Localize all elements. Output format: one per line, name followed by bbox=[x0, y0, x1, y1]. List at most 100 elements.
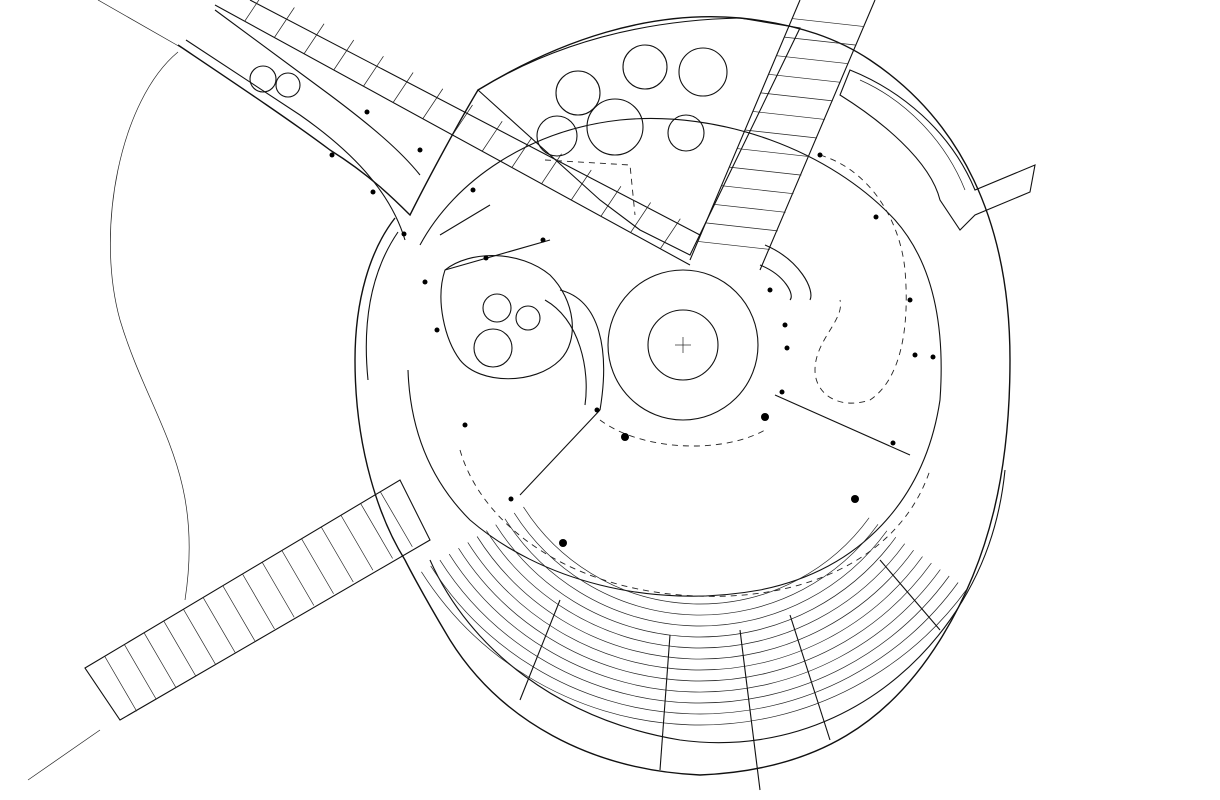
auditorium-outer-edge bbox=[429, 469, 1006, 744]
partition-wall bbox=[774, 394, 911, 456]
tree bbox=[482, 293, 512, 323]
garden-dashed-edge bbox=[544, 159, 636, 216]
column-marker bbox=[890, 440, 896, 446]
outer-building-wall-inner bbox=[365, 231, 399, 381]
column-marker bbox=[434, 327, 440, 333]
column-marker bbox=[873, 214, 879, 220]
stair-tread bbox=[792, 18, 865, 27]
stair-tread bbox=[721, 185, 794, 195]
stair-tread bbox=[244, 0, 260, 22]
stair-tread bbox=[222, 585, 256, 641]
column-marker bbox=[417, 147, 423, 153]
column-marker bbox=[401, 231, 407, 237]
stair-tread bbox=[274, 7, 295, 38]
seating-tier bbox=[504, 518, 888, 627]
stair-tread bbox=[660, 218, 681, 249]
stair-tread bbox=[163, 620, 197, 677]
tree bbox=[667, 114, 705, 152]
stair-tread bbox=[697, 241, 770, 250]
tree bbox=[536, 115, 578, 157]
seating-tier bbox=[467, 542, 923, 671]
spiral-stair-right bbox=[759, 244, 812, 301]
stair-tread bbox=[124, 644, 157, 700]
tree bbox=[473, 328, 513, 368]
column-markers bbox=[329, 109, 936, 547]
stair-tread bbox=[737, 148, 810, 157]
stair-tread bbox=[422, 88, 444, 119]
stair-tread bbox=[776, 55, 849, 65]
stair-tread bbox=[392, 72, 414, 103]
stair-tread bbox=[143, 632, 177, 688]
column-marker bbox=[483, 255, 489, 261]
stair-tread bbox=[744, 129, 818, 139]
column-marker bbox=[817, 152, 823, 158]
auditorium-tiers bbox=[421, 506, 968, 726]
stair-tread bbox=[752, 111, 825, 120]
stair-tread bbox=[541, 153, 562, 184]
stair-tread bbox=[570, 169, 592, 201]
site-line-bottom bbox=[27, 729, 101, 781]
column-marker bbox=[907, 297, 913, 303]
aisle bbox=[659, 634, 671, 771]
stair-tread bbox=[320, 526, 354, 583]
stair-tread bbox=[600, 186, 622, 217]
planter bbox=[249, 65, 277, 93]
stair-tread bbox=[303, 23, 325, 54]
rotunda-dashed-ring bbox=[599, 419, 766, 447]
terrace-curved-wall bbox=[839, 69, 1036, 231]
stair-tread bbox=[768, 73, 841, 83]
partition-wall bbox=[444, 239, 551, 271]
right-room-dashed bbox=[814, 154, 907, 404]
aisle bbox=[789, 614, 831, 741]
rotunda-inner-circle bbox=[647, 309, 719, 381]
column-marker bbox=[851, 495, 859, 503]
corridor-wall-a bbox=[185, 39, 406, 241]
column-marker bbox=[364, 109, 370, 115]
stair-tread bbox=[340, 515, 374, 571]
terrace-inner-curve bbox=[859, 79, 966, 191]
column-marker bbox=[462, 422, 468, 428]
right-stair-treads bbox=[697, 18, 865, 250]
tree bbox=[515, 305, 541, 331]
seating-tier bbox=[458, 548, 932, 682]
column-marker bbox=[370, 189, 376, 195]
aisle bbox=[879, 559, 941, 631]
seating-tier bbox=[476, 536, 914, 660]
inner-courtyard-wall bbox=[440, 255, 573, 380]
stair-tread bbox=[202, 597, 236, 653]
tree bbox=[622, 44, 668, 90]
lower-stair-outline bbox=[84, 479, 431, 721]
aisle bbox=[519, 599, 561, 701]
seating-tier bbox=[430, 565, 959, 715]
garden-boundary bbox=[477, 17, 801, 256]
stair-tread bbox=[261, 562, 295, 618]
planter bbox=[275, 72, 301, 98]
stair-tread bbox=[360, 503, 393, 559]
stair-tread bbox=[380, 491, 413, 547]
right-stair-outline bbox=[689, 0, 876, 271]
stair-tread bbox=[481, 121, 503, 152]
partition-wall bbox=[439, 204, 491, 236]
seating-tier bbox=[448, 553, 941, 693]
stair-tread bbox=[242, 573, 275, 630]
stair-tread bbox=[760, 92, 833, 102]
seating-tier bbox=[421, 571, 968, 726]
column-marker bbox=[767, 287, 773, 293]
column-marker bbox=[470, 187, 476, 193]
seating-tier bbox=[439, 559, 950, 704]
seating-tier bbox=[523, 506, 870, 605]
central-rotunda bbox=[607, 269, 759, 421]
column-marker bbox=[559, 539, 567, 547]
column-marker bbox=[761, 413, 769, 421]
stair-tread bbox=[705, 222, 778, 232]
partition-wall bbox=[519, 409, 601, 496]
column-marker bbox=[422, 279, 428, 285]
seating-tier bbox=[495, 524, 897, 638]
seating-tier bbox=[513, 512, 879, 616]
column-marker bbox=[594, 407, 600, 413]
stair-tread bbox=[281, 550, 315, 606]
stair-tread bbox=[301, 538, 334, 594]
tree bbox=[678, 47, 728, 97]
seating-tier bbox=[486, 530, 905, 649]
